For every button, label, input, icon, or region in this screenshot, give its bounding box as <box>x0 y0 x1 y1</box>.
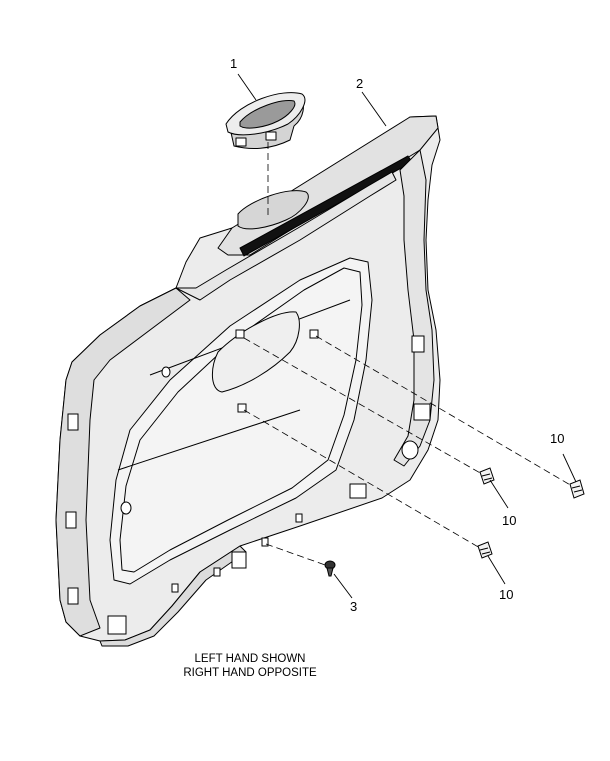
edge-clip <box>68 414 78 430</box>
leader-1 <box>237 73 257 101</box>
assembly-line-clip-lower <box>243 409 481 549</box>
callout-10-upper: 10 <box>550 431 565 446</box>
panel-map-pocket <box>212 312 299 392</box>
screw <box>325 561 335 576</box>
edge-clip <box>108 616 126 634</box>
edge-clip <box>214 568 220 576</box>
caption-line-2: RIGHT HAND OPPOSITE <box>183 667 317 679</box>
edge-clip <box>66 512 76 528</box>
caption-line-1: LEFT HAND SHOWN <box>194 653 306 665</box>
edge-clip <box>412 336 424 352</box>
panel-inner-recess <box>110 258 372 584</box>
edge-clip <box>262 538 268 546</box>
door-trim-panel <box>56 116 440 646</box>
bezel-tab-right <box>266 132 276 140</box>
callout-3: 3 <box>350 599 358 614</box>
clip-body <box>478 542 492 558</box>
bezel-opening <box>240 100 295 128</box>
leader-10b <box>489 479 509 509</box>
panel-switch-pocket <box>238 191 308 229</box>
clip-detail <box>572 486 582 492</box>
edge-clip <box>236 330 244 338</box>
screw-shank <box>327 568 333 576</box>
edge-clip <box>68 588 78 604</box>
retainer-clip-upper <box>570 480 584 498</box>
edge-clip <box>310 330 318 338</box>
leader-2 <box>361 91 387 127</box>
leader-10a <box>562 453 577 483</box>
diagram-caption: LEFT HAND SHOWN RIGHT HAND OPPOSITE <box>150 652 350 680</box>
leader-3 <box>333 573 353 599</box>
panel-edge-clips <box>66 330 430 634</box>
leader-lines <box>237 73 577 599</box>
callout-2: 2 <box>356 76 364 91</box>
panel-side-face <box>56 288 190 636</box>
edge-clip <box>238 404 246 412</box>
panel-screw-boss-right <box>402 441 418 459</box>
assembly-line-clip-middle <box>243 337 483 475</box>
leader-10c <box>487 555 506 585</box>
edge-clip <box>296 514 302 522</box>
clip-detail <box>482 474 492 480</box>
callout-10-middle: 10 <box>502 513 517 528</box>
bezel-tab-left <box>236 138 246 146</box>
assembly-line-clip-upper <box>315 335 573 487</box>
callout-10-lower: 10 <box>499 587 514 602</box>
assembly-lines <box>243 142 573 567</box>
window-switch-bezel <box>226 93 305 149</box>
clip-body <box>570 480 584 498</box>
panel-upper-boss <box>162 367 170 377</box>
retainer-clip-lower <box>478 542 492 558</box>
edge-clip <box>414 404 430 420</box>
panel-crease-2 <box>118 410 300 470</box>
edge-clip <box>172 584 178 592</box>
panel-inner-rim <box>120 268 362 572</box>
callout-1: 1 <box>230 56 238 71</box>
panel-screw-boss-left <box>121 502 131 514</box>
edge-clip <box>350 484 366 498</box>
clip-detail <box>480 548 490 554</box>
edge-clip <box>232 552 246 568</box>
panel-armrest-sweep <box>176 172 396 300</box>
retainer-clip-middle <box>480 468 494 484</box>
assembly-line-screw <box>265 543 329 567</box>
